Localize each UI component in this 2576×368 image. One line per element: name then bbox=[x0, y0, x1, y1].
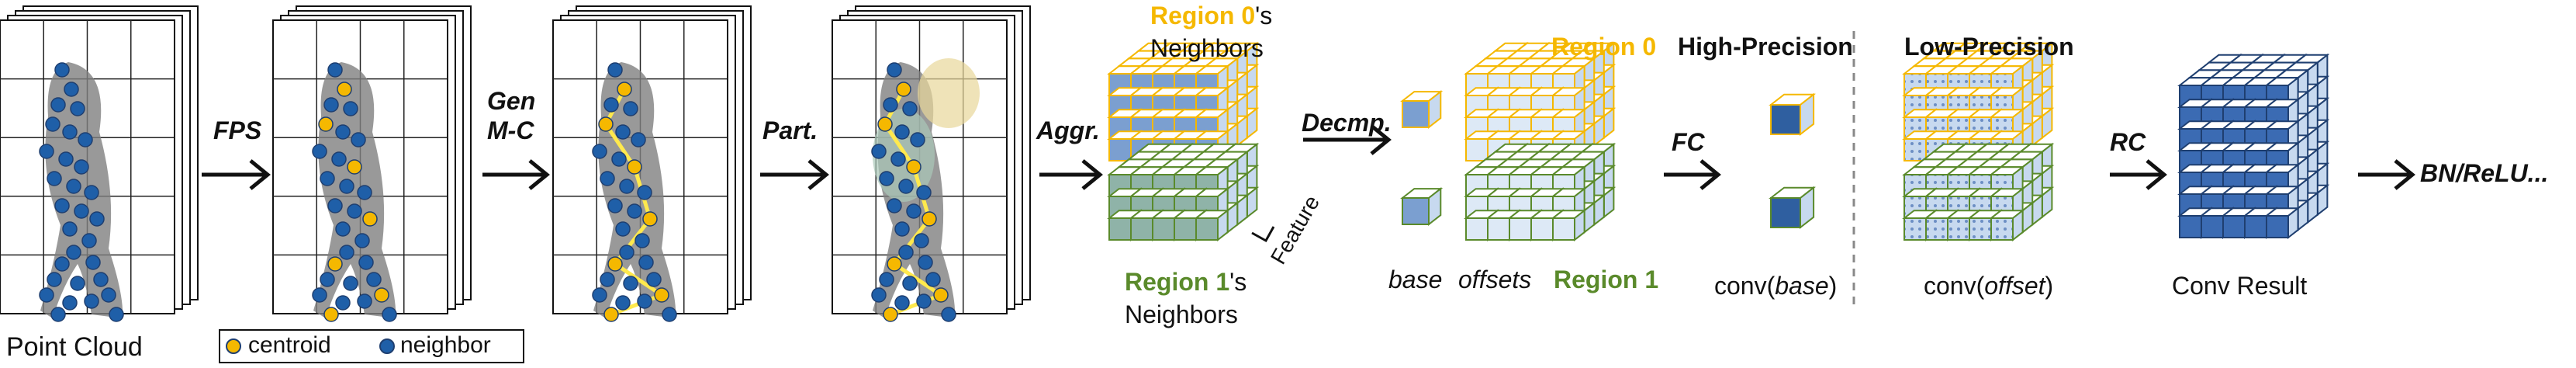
cube-stack-conv-result bbox=[2177, 53, 2330, 240]
conv-result-label: Conv Result bbox=[2172, 272, 2308, 300]
gen-mc-label-1: Gen bbox=[487, 87, 536, 115]
centroid-legend-icon bbox=[226, 338, 241, 354]
region0-label: Region 0 bbox=[1551, 33, 1657, 61]
cube-conv-base-low bbox=[1769, 186, 1817, 230]
panel-fps bbox=[272, 5, 472, 322]
arrow-gen-mc bbox=[482, 159, 550, 190]
arrow-fc bbox=[1664, 159, 1721, 190]
region1-neighbors-title: Region 1's bbox=[1125, 268, 1247, 297]
point-cloud-label: Point Cloud bbox=[6, 332, 143, 362]
region1-neighbors-name: Region 1 bbox=[1125, 268, 1230, 296]
decmp-label: Decmp. bbox=[1302, 109, 1392, 137]
feature-bracket bbox=[1251, 226, 1275, 243]
conv-base-pre: conv( bbox=[1714, 272, 1776, 300]
region1-neighbors-possessive: 's bbox=[1229, 268, 1247, 296]
part-label: Part. bbox=[762, 116, 818, 144]
rc-label: RC bbox=[2110, 128, 2146, 156]
cube-stack-region0-offsets bbox=[1464, 41, 1616, 163]
panel-gen-mc bbox=[552, 5, 752, 322]
cube-conv-base-high bbox=[1769, 92, 1817, 137]
region1-neighbors-word: Neighbors bbox=[1125, 300, 1238, 328]
neighbor-legend-icon bbox=[379, 338, 395, 354]
panel-point-cloud bbox=[0, 5, 199, 322]
legend-box bbox=[219, 329, 524, 363]
low-precision-label: Low-Precision bbox=[1904, 33, 2074, 61]
region0-neighbors-name: Region 0 bbox=[1150, 2, 1256, 30]
conv-base-label: conv(base) bbox=[1714, 272, 1837, 300]
base-label: base bbox=[1388, 266, 1443, 293]
offsets-label: offsets bbox=[1458, 266, 1532, 293]
arrow-decmp bbox=[1303, 124, 1392, 155]
neighbor-legend-label: neighbor bbox=[400, 332, 491, 358]
arrow-rc bbox=[2110, 159, 2167, 190]
cube-stack-region1-neighbors bbox=[1107, 142, 1260, 242]
arrow-part bbox=[760, 159, 829, 190]
region0-neighbors-possessive: 's bbox=[1255, 2, 1273, 30]
bn-relu-label: BN/ReLU... bbox=[2420, 159, 2549, 187]
cube-base-region1 bbox=[1400, 187, 1444, 227]
cube-base-region0 bbox=[1400, 90, 1444, 130]
centroid-legend-label: centroid bbox=[248, 332, 331, 358]
fc-label: FC bbox=[1672, 128, 1705, 156]
conv-offset-arg: offset bbox=[1984, 272, 2045, 300]
conv-offset-pre: conv( bbox=[1924, 272, 1985, 300]
aggr-label: Aggr. bbox=[1036, 116, 1100, 144]
gen-mc-label-2: M-C bbox=[487, 116, 534, 144]
arrow-fps bbox=[202, 159, 271, 190]
cube-stack-conv-offset-lower bbox=[1902, 142, 2055, 242]
panel-partition bbox=[832, 5, 1031, 322]
conv-offset-post: ) bbox=[2045, 272, 2054, 300]
conv-base-arg: base bbox=[1775, 272, 1829, 300]
cube-stack-region0-neighbors bbox=[1107, 41, 1260, 163]
arrow-aggr bbox=[1039, 159, 1103, 190]
arrow-bn bbox=[2358, 159, 2415, 190]
region1-label: Region 1 bbox=[1554, 266, 1659, 293]
fps-label: FPS bbox=[213, 116, 262, 144]
region0-neighbors-title: Region 0's bbox=[1150, 2, 1272, 30]
cube-stack-region1-offsets bbox=[1464, 142, 1616, 242]
conv-offset-label: conv(offset) bbox=[1924, 272, 2053, 300]
conv-base-post: ) bbox=[1828, 272, 1838, 300]
high-precision-label: High-Precision bbox=[1678, 33, 1853, 61]
region0-neighbors-word: Neighbors bbox=[1150, 34, 1264, 62]
